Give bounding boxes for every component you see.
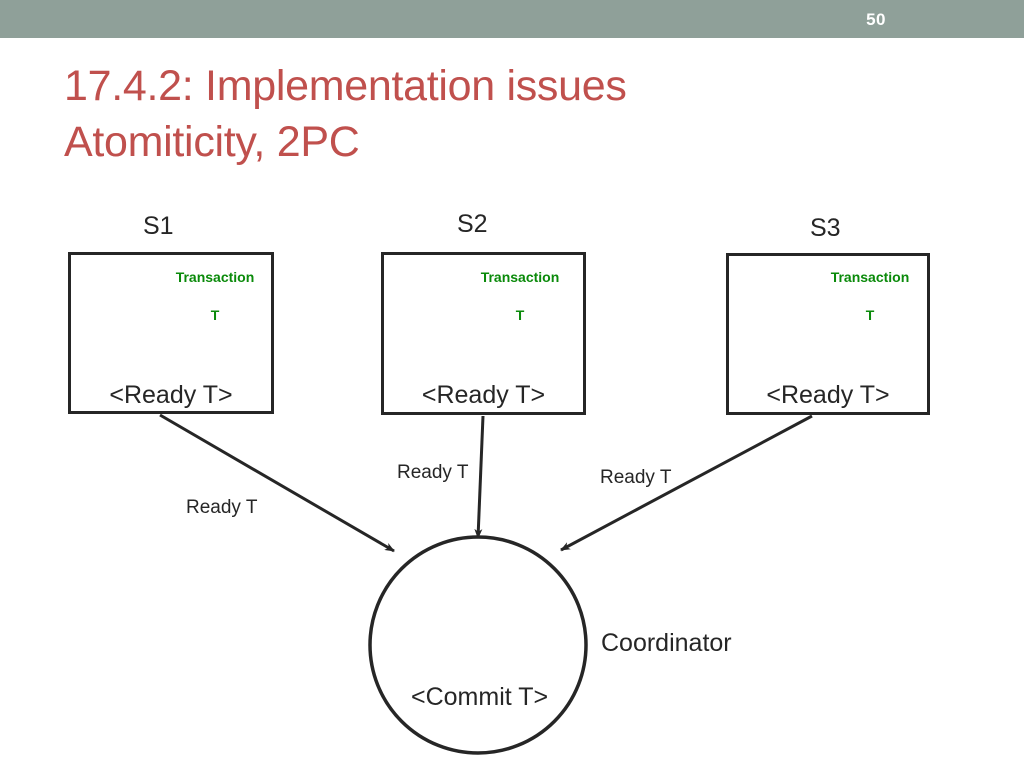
server-box-s3 (726, 253, 930, 415)
transaction-label-s1-line2: T (210, 307, 220, 323)
server-state-s1: <Ready T> (109, 381, 233, 409)
edge-label-s1-ready: Ready T (186, 497, 258, 518)
transaction-label-s1: Transaction T (163, 268, 267, 325)
arrow-s2-to-coordinator (474, 415, 485, 539)
transaction-label-s2-line2: T (515, 307, 525, 323)
transaction-label-s1-line1: Transaction (175, 269, 255, 285)
server-label-s3: S3 (810, 214, 841, 242)
coordinator-node (368, 535, 588, 755)
page-title: 17.4.2: Implementation issues Atomiticit… (64, 62, 627, 166)
server-label-s1: S1 (143, 212, 174, 240)
coordinator-state: <Commit T> (411, 683, 549, 711)
transaction-label-s2: Transaction T (468, 268, 572, 325)
transaction-label-s2-line1: Transaction (480, 269, 560, 285)
arrow-s1-to-coordinator (159, 413, 395, 553)
server-state-s3: <Ready T> (766, 381, 890, 409)
slide-number: 50 (866, 10, 886, 29)
transaction-label-s3-line2: T (865, 307, 875, 323)
edge-label-s2-ready: Ready T (397, 462, 469, 483)
transaction-label-s3-line1: Transaction (830, 269, 910, 285)
header-band (0, 0, 1024, 38)
arrow-s3-to-coordinator (560, 414, 813, 552)
coordinator-label: Coordinator (601, 629, 732, 657)
server-box-s1 (68, 252, 274, 414)
server-box-s2 (381, 252, 586, 415)
server-label-s2: S2 (457, 210, 488, 238)
server-state-s2: <Ready T> (421, 381, 546, 409)
edge-label-s3-ready: Ready T (600, 467, 672, 488)
transaction-label-s3: Transaction T (818, 268, 922, 325)
